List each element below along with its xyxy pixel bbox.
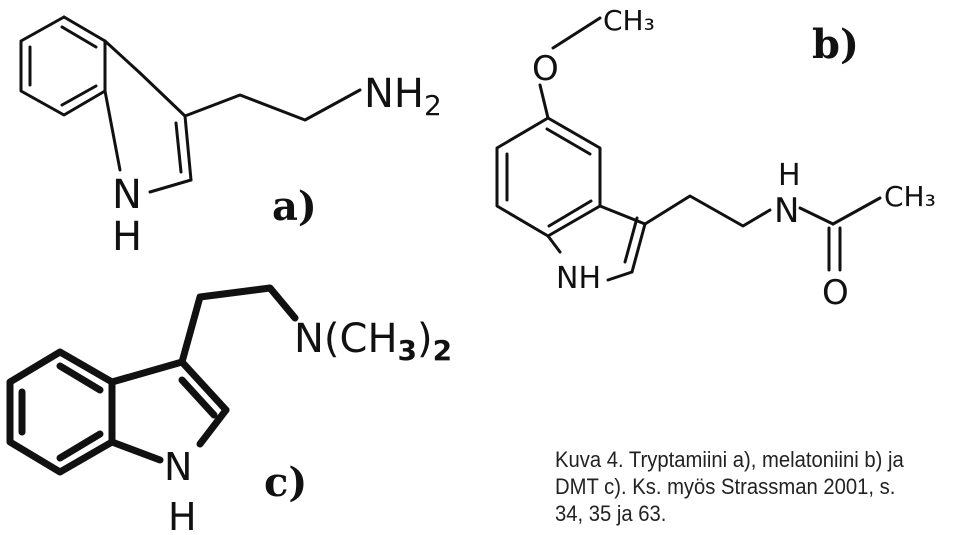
melatonin-ethyl-chain xyxy=(643,194,772,228)
figure-caption: Kuva 4. Tryptamiini a), melatoniini b) j… xyxy=(555,447,904,526)
melatonin-carbonyl-ch3-bond xyxy=(831,196,882,226)
molecule-melatonin: O CH₃ H N CH₃ O NH b) xyxy=(495,4,936,313)
tryptamine-amine-group: NH2 xyxy=(364,71,442,122)
melatonin-n-carbonyl-bond xyxy=(798,206,835,226)
tryptamine-c7a-n1 xyxy=(103,89,122,172)
melatonin-c3a-c3 xyxy=(598,204,647,226)
label-a: a) xyxy=(272,183,317,230)
tryptamine-benzene-double-1 xyxy=(60,25,98,49)
melatonin-amide-h: H xyxy=(778,158,801,193)
dmt-benzene-double-3 xyxy=(56,430,104,462)
melatonin-benzene-double-3 xyxy=(547,199,593,228)
melatonin-carbonyl-o: O xyxy=(822,273,849,313)
melatonin-o-c5-bond xyxy=(538,83,550,120)
molecule-tryptamine: NH2 N H a) xyxy=(19,15,442,260)
tryptamine-benzene-double-3 xyxy=(60,84,98,107)
tryptamine-c3a-c3 xyxy=(103,39,142,75)
melatonin-methoxy-o: O xyxy=(532,49,559,89)
tryptamine-c3-c2-double xyxy=(174,121,183,174)
melatonin-benzene-ring xyxy=(495,116,602,238)
melatonin-c3-c2-double xyxy=(623,216,639,264)
tryptamine-ring-h: H xyxy=(112,214,142,260)
melatonin-c3-c2 xyxy=(630,222,647,274)
dmt-c7a-n1 xyxy=(108,438,164,464)
tryptamine-c3-c2 xyxy=(183,114,193,182)
label-b: b) xyxy=(812,21,859,68)
tryptamine-c3-c3-ext xyxy=(138,71,187,118)
dmt-dimethylamino-group: N(CH3)2 xyxy=(294,316,452,367)
dmt-ethyl-chain xyxy=(178,284,299,366)
dmt-bonds xyxy=(6,284,299,476)
tryptamine-ethylamine-chain xyxy=(183,88,362,122)
melatonin-bonds xyxy=(495,16,882,282)
molecule-dmt: N(CH3)2 N H c) xyxy=(6,284,452,535)
dmt-benzene-double-1 xyxy=(56,362,104,394)
dmt-c3-c2 xyxy=(178,358,230,414)
dmt-ring-h: H xyxy=(168,495,197,535)
dmt-c3a-c3 xyxy=(108,358,186,386)
tryptamine-c2-n1 xyxy=(148,178,193,194)
dmt-c3-c2-double xyxy=(178,376,218,419)
melatonin-methoxy-ch3: CH₃ xyxy=(603,4,655,37)
tryptamine-benzene-ring xyxy=(19,15,107,117)
melatonin-acetyl-ch3: CH₃ xyxy=(884,180,936,213)
melatonin-ring-nh: NH xyxy=(556,261,601,296)
melatonin-o-ch3-bond xyxy=(551,16,602,50)
tryptamine-bonds xyxy=(19,15,362,194)
melatonin-c2-n1 xyxy=(606,270,634,282)
melatonin-benzene-double-1 xyxy=(545,127,592,156)
dmt-c2-n1 xyxy=(196,406,230,448)
label-c: c) xyxy=(264,459,307,506)
melatonin-c7a-n1 xyxy=(546,234,562,254)
melatonin-amide-n: N xyxy=(774,191,799,231)
tryptamine-ring-n: N xyxy=(112,172,142,218)
dmt-ring-n: N xyxy=(164,445,192,489)
